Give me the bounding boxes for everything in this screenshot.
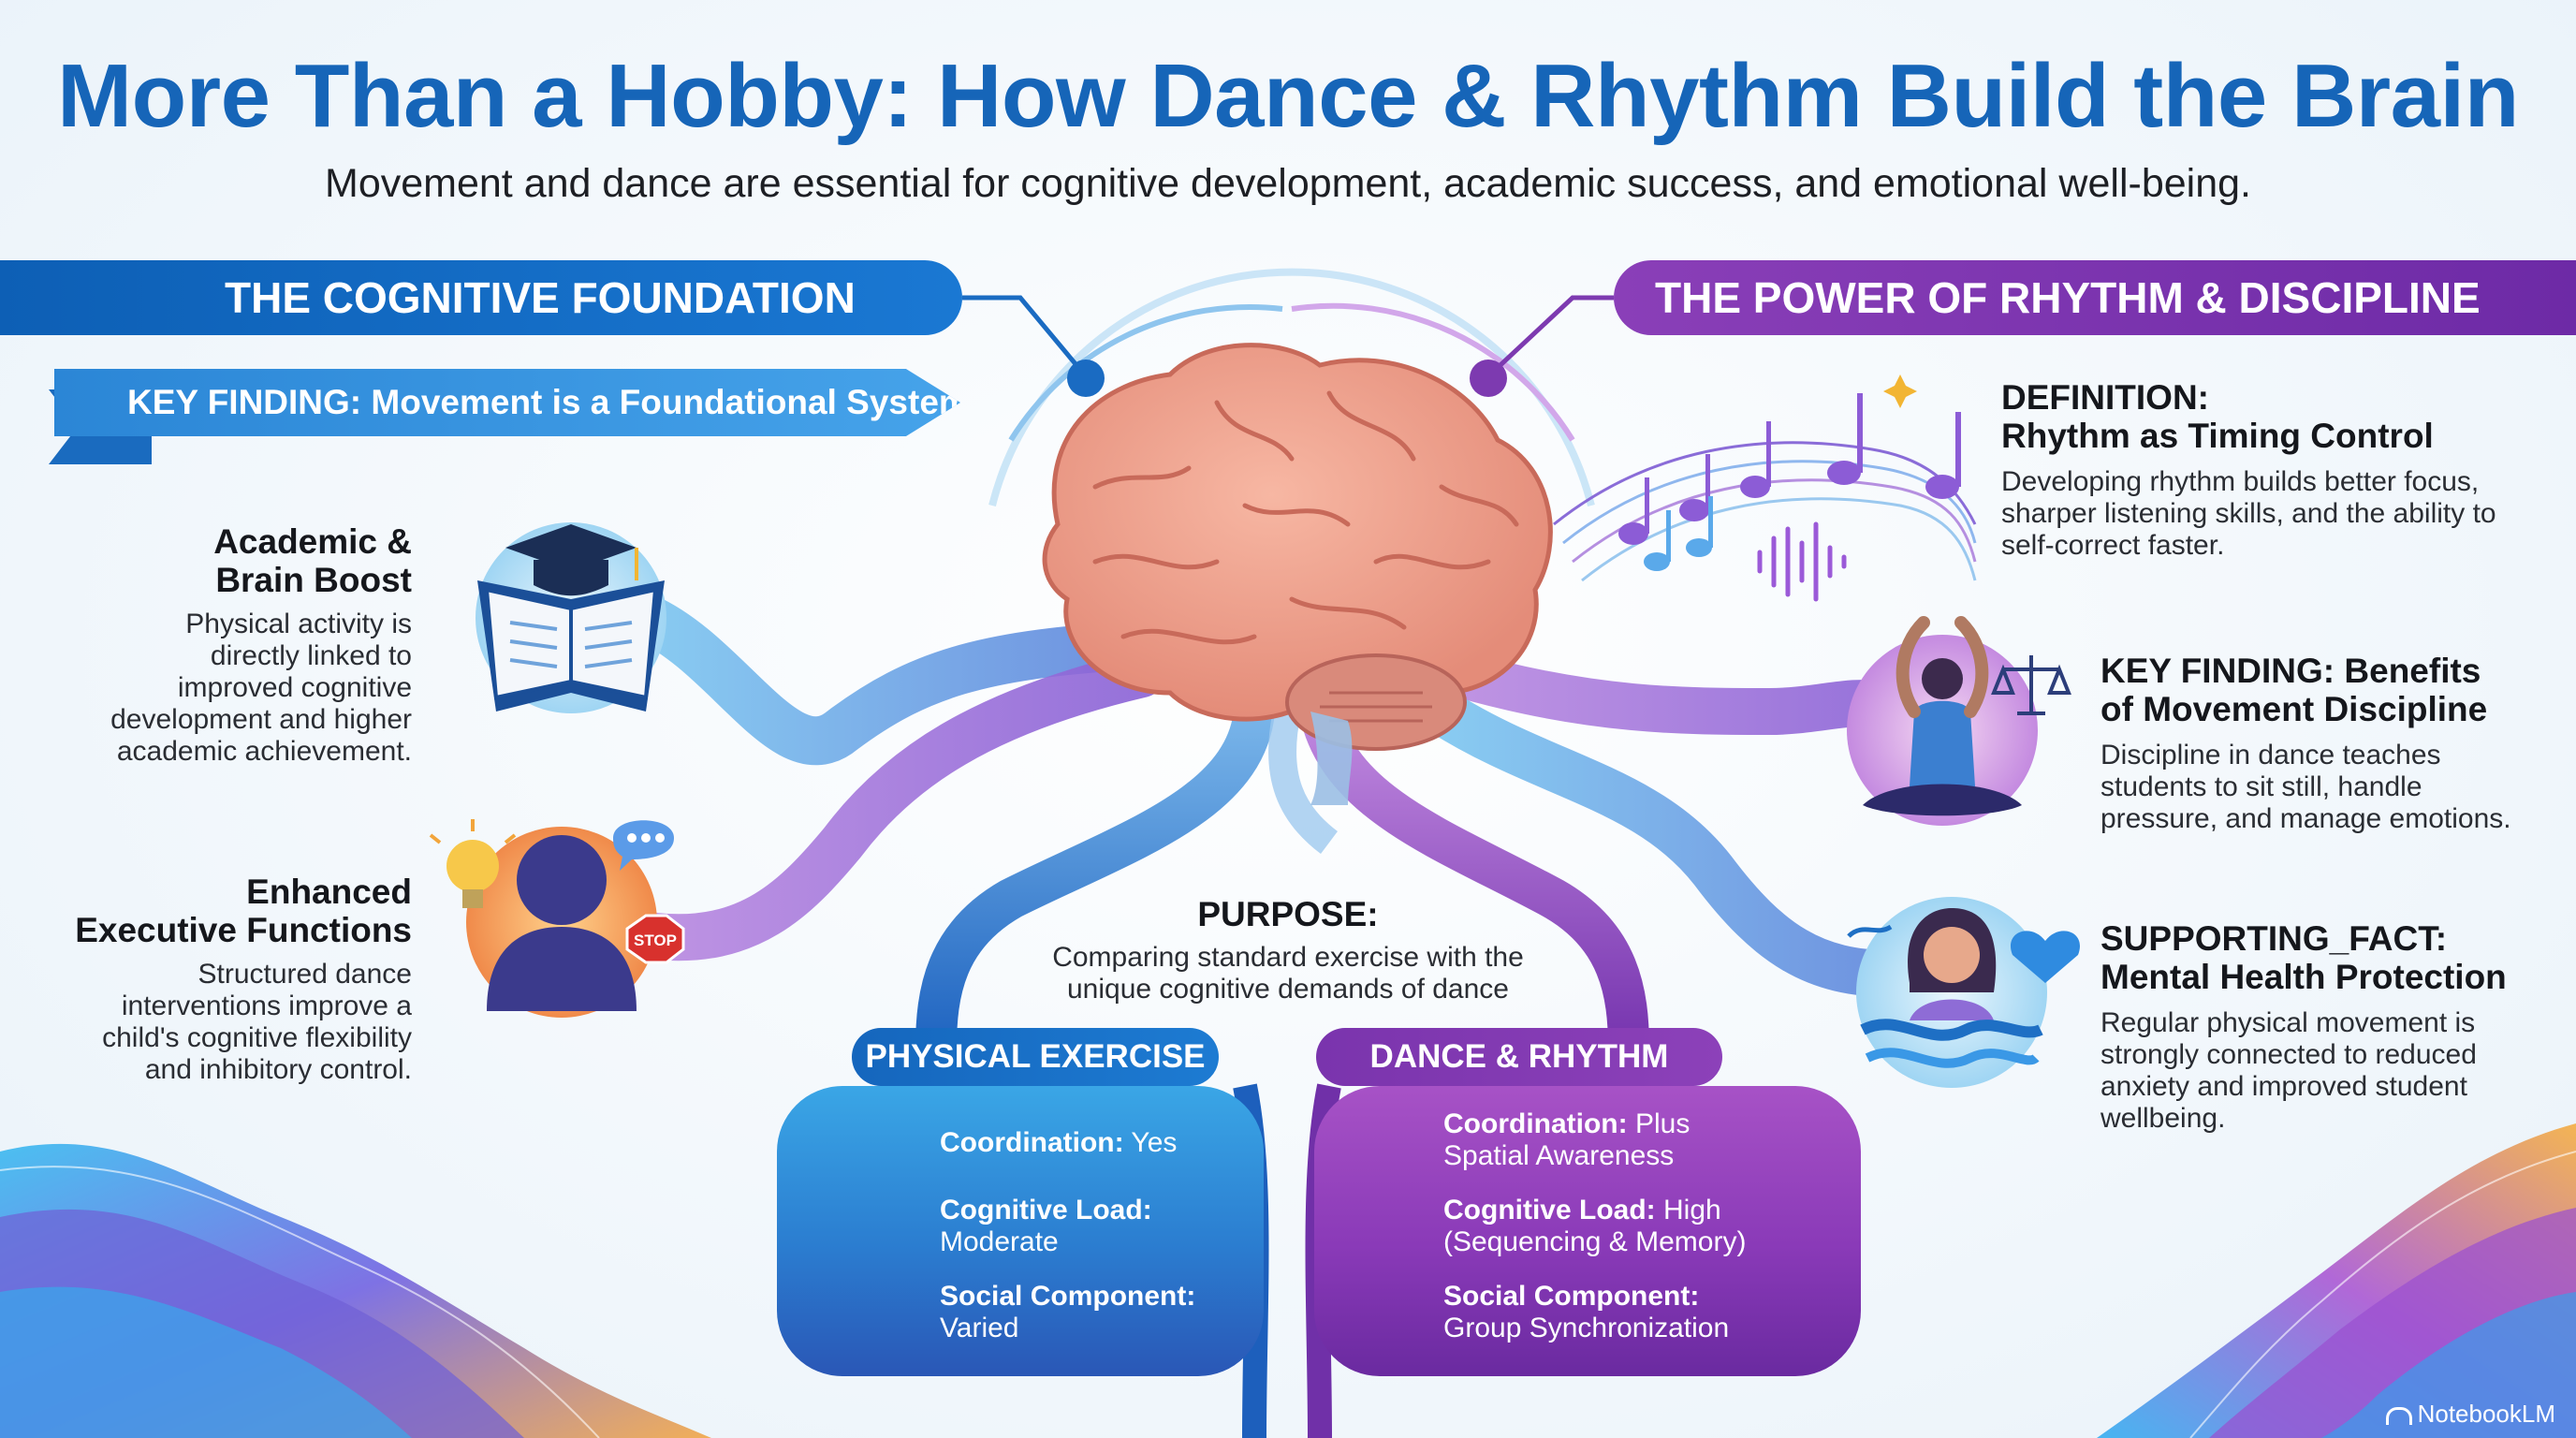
meditation-scale-icon — [1847, 616, 2071, 826]
rhythm-discipline-banner: THE POWER OF RHYTHM & DISCIPLINE — [1614, 260, 2576, 335]
academic-boost-title: Academic & Brain Boost — [213, 522, 412, 599]
purpose-block: PURPOSE: Comparing standard exercise wit… — [1007, 895, 1569, 1005]
dance-rhythm-card: Coordination: Plus Spatial Awareness Cog… — [1314, 1086, 1861, 1376]
discipline-benefits-block: KEY FINDING: Benefits of Movement Discip… — [2100, 652, 2559, 835]
discipline-benefits-title: KEY FINDING: Benefits of Movement Discip… — [2100, 652, 2488, 728]
dance-social-component: Social Component: Group Synchronization — [1443, 1281, 1730, 1343]
executive-functions-block: Enhanced Executive Functions Structured … — [19, 873, 412, 1086]
rhythm-definition-body: Developing rhythm builds better focus, s… — [2001, 466, 2496, 561]
wave-decoration-left — [0, 1143, 711, 1438]
physical-coordination: Coordination: Yes — [940, 1127, 1178, 1158]
mental-health-block: SUPPORTING_FACT: Mental Health Protectio… — [2100, 919, 2559, 1135]
executive-functions-title: Enhanced Executive Functions — [75, 873, 412, 949]
physical-social-component: Social Component: Varied — [940, 1281, 1196, 1343]
graduation-book-icon — [476, 522, 666, 713]
notebooklm-logo-icon — [2385, 1406, 2412, 1425]
rhythm-definition-block: DEFINITION: Rhythm as Timing Control Dev… — [2001, 378, 2554, 562]
wave-decoration-right — [2097, 1123, 2576, 1438]
key-finding-ribbon: KEY FINDING: Movement is a Foundational … — [54, 369, 960, 436]
purpose-title: PURPOSE: — [1197, 895, 1379, 933]
physical-exercise-tab: PHYSICAL EXERCISE — [852, 1028, 1219, 1086]
mental-health-body: Regular physical movement is strongly co… — [2100, 1007, 2477, 1134]
physical-cognitive-load: Cognitive Load: Moderate — [940, 1195, 1152, 1257]
child-lightbulb-stop-icon: STOP — [429, 819, 685, 1018]
academic-boost-block: Academic & Brain Boost Physical activity… — [19, 522, 412, 768]
page-title: More Than a Hobby: How Dance & Rhythm Bu… — [57, 46, 2519, 146]
dance-coordination: Coordination: Plus Spatial Awareness — [1443, 1108, 1690, 1171]
music-notes-soundwave-icon — [1553, 374, 1977, 602]
mental-health-title: SUPPORTING_FACT: Mental Health Protectio… — [2100, 919, 2507, 996]
physical-exercise-card: Coordination: Yes Cognitive Load: Modera… — [777, 1086, 1264, 1376]
rhythm-definition-title: DEFINITION: Rhythm as Timing Control — [2001, 378, 2434, 455]
calm-person-heart-waves-icon — [1847, 897, 2080, 1088]
discipline-benefits-body: Discipline in dance teaches students to … — [2100, 740, 2511, 834]
purpose-body: Comparing standard exercise with the uni… — [1052, 942, 1524, 1005]
dance-rhythm-tab: DANCE & RHYTHM — [1316, 1028, 1722, 1086]
cognitive-foundation-banner: THE COGNITIVE FOUNDATION — [0, 260, 962, 335]
svg-text:STOP: STOP — [634, 932, 677, 949]
page-subtitle: Movement and dance are essential for cog… — [325, 161, 2251, 206]
academic-boost-body: Physical activity is directly linked to … — [110, 609, 412, 767]
brain-icon — [1042, 343, 1553, 805]
dance-cognitive-load: Cognitive Load: High (Sequencing & Memor… — [1443, 1195, 1747, 1257]
executive-functions-body: Structured dance interventions improve a… — [102, 959, 412, 1085]
notebooklm-credit: NotebookLM — [2385, 1400, 2555, 1429]
